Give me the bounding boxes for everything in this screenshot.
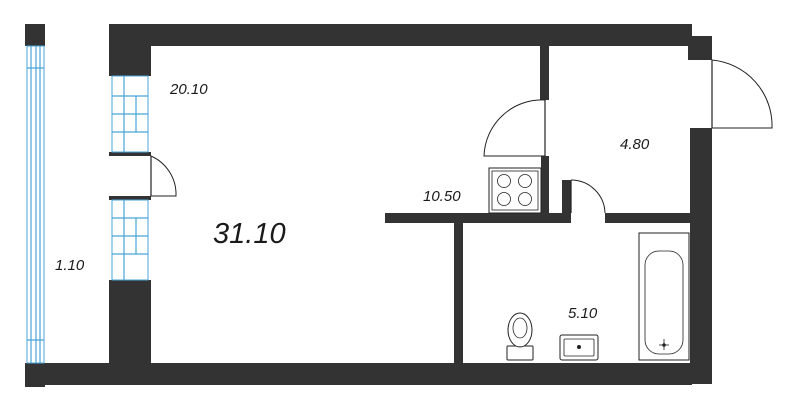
wall-bath-vertical [454,223,463,365]
balcony-glazing [26,45,45,364]
wall-top [109,24,692,46]
bathtub-icon [638,232,690,361]
walls [25,24,712,387]
wall-bath-top [605,213,692,223]
wall-hall-partition [540,44,549,100]
wall-kitchen-horizontal [385,213,562,223]
door-swing-icon [150,155,177,197]
wall-left-lower [109,280,151,384]
wall-balcony-top [25,24,45,46]
wall-left-sill-b [109,196,151,200]
wall-bottom [25,363,692,385]
wall-bath-top-left [562,180,571,223]
toilet-icon [506,312,534,361]
corridor-area: 20.10 [169,81,208,98]
sink-icon [559,334,599,361]
bathroom-area: 5.10 [568,305,598,322]
kitchen-area: 10.50 [423,188,461,205]
door-entrance [711,59,773,129]
wall-kitchen-vertical [541,156,549,214]
door-kitchen [483,99,546,157]
window-lower [111,199,149,281]
wall-left-upper [109,24,151,76]
living-room-area: 31.10 [213,218,286,250]
wall-right [690,128,712,384]
hall-area: 4.80 [620,136,650,153]
wall-right-stub [706,128,712,134]
wall-left-sill-a [109,152,151,156]
wall-top-right [688,36,712,60]
window-upper [111,75,149,153]
stove-icon [488,167,542,214]
door-bathroom [570,179,606,214]
balcony-area: 1.10 [55,257,85,274]
